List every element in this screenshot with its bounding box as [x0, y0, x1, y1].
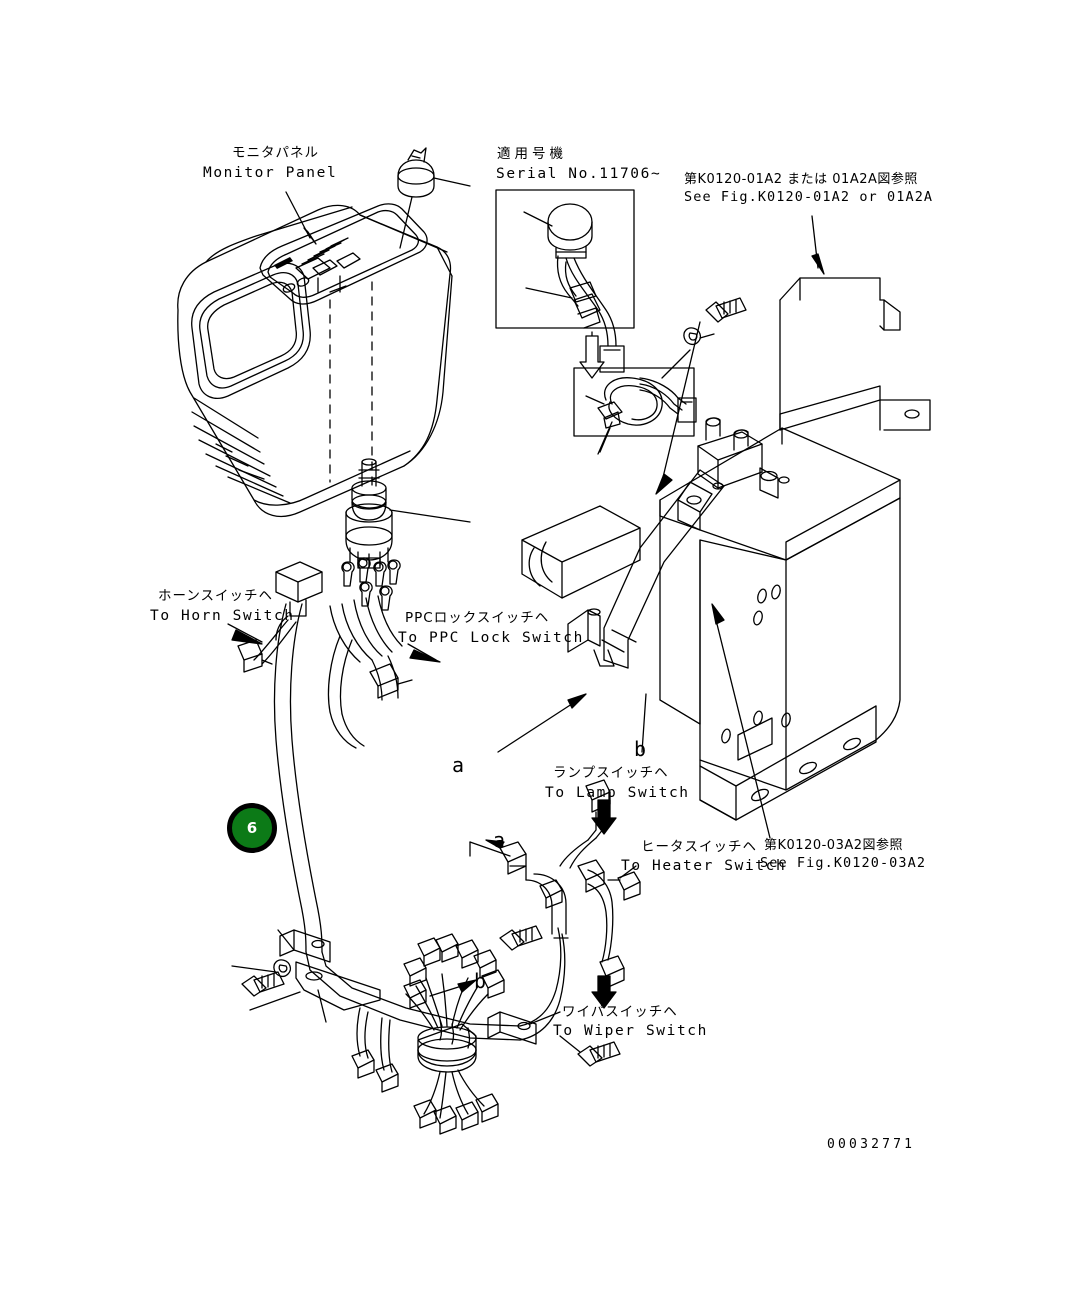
wiring-harness-main [227, 557, 641, 1135]
drawing-number: 00032771 [827, 1137, 916, 1152]
serial-inset-box [495, 189, 635, 379]
ignition-switch-part [345, 458, 471, 569]
see-fig-03a2-label-en: See Fig.K0120-03A2 [760, 855, 927, 871]
monitor-panel-label-jp: モニタパネル [232, 145, 319, 161]
to-heater-switch-label-jp: ヒータスイッチヘ [641, 839, 757, 855]
to-horn-switch-label-jp: ホーンスイッチヘ [158, 588, 274, 604]
section-mark-a-lower: a [493, 828, 506, 852]
monitor-panel-drawing [177, 191, 453, 518]
monitor-panel-label-en: Monitor Panel [203, 165, 338, 181]
to-ppc-lock-switch-label-en: To PPC Lock Switch [398, 630, 584, 646]
see-fig-01a2-label-en: See Fig.K0120-01A2 or 01A2A [684, 189, 934, 205]
to-lamp-switch-label-en: To Lamp Switch [545, 785, 690, 801]
mounting-bracket-stand [659, 215, 931, 821]
see-fig-03a2-label-jp: 第K0120-03A2図参照 [764, 838, 904, 853]
to-wiper-switch-label-jp: ワイパスイッチヘ [562, 1004, 678, 1020]
to-heater-switch-label-en: To Heater Switch [621, 858, 787, 874]
serial-note-label-jp: 適用号機 [497, 146, 567, 162]
to-wiper-switch-label-en: To Wiper Switch [553, 1023, 708, 1039]
callout-balloon-6[interactable]: 6 [227, 803, 277, 853]
console-lever-assembly [497, 321, 779, 839]
knob-part-top [397, 147, 471, 249]
callout-balloon-6-number: 6 [246, 819, 258, 837]
to-ppc-lock-switch-label-jp: PPCロックスイッチヘ [405, 610, 550, 626]
section-mark-a-upper: a [452, 753, 465, 777]
serial-note-label-en: Serial No.11706~ [496, 166, 662, 182]
section-mark-b-upper: b [634, 737, 647, 761]
coil-harness-inset-box [573, 349, 697, 453]
to-lamp-switch-label-jp: ランプスイッチヘ [553, 765, 669, 781]
section-mark-b-lower: b [474, 969, 487, 993]
see-fig-01a2-label-jp: 第K0120-01A2 または 01A2A図参照 [684, 172, 918, 187]
to-horn-switch-label-en: To Horn Switch [150, 608, 295, 624]
bolt-group-upper [683, 297, 747, 346]
